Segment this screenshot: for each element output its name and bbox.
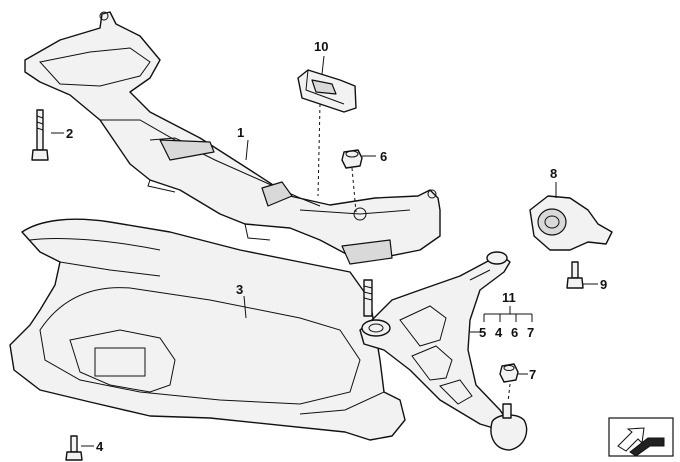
callout-6: 6 (380, 149, 387, 164)
callout-5: 5 (479, 325, 486, 340)
callout-9: 9 (600, 277, 607, 292)
underbody-shield-plate (9, 218, 406, 441)
ball-joint-stud (363, 279, 373, 317)
nut-6 (341, 149, 363, 169)
callout-11-sub-4: 4 (495, 325, 503, 340)
bracket-10 (297, 69, 357, 113)
nut-7 (499, 363, 519, 383)
callout-3: 3 (236, 282, 243, 297)
bolt-4 (65, 435, 83, 461)
callout-10: 10 (314, 39, 328, 54)
callout-11: 11 (502, 290, 516, 305)
callout-11-sub-7: 7 (527, 325, 534, 340)
bolt-9 (566, 261, 584, 289)
diagonal-arrow-icon[interactable] (608, 417, 674, 457)
axle-carrier (24, 11, 441, 265)
callout-7: 7 (529, 367, 536, 382)
control-arm (359, 251, 511, 431)
leader-lines (51, 55, 598, 447)
bolt-2 (31, 109, 49, 161)
callout-2: 2 (66, 126, 73, 141)
callout-11-sub-6: 6 (511, 325, 518, 340)
callout-4: 4 (96, 439, 104, 454)
bushing-bracket-8 (529, 195, 613, 251)
callout-1: 1 (237, 125, 244, 140)
ball-joint (490, 403, 528, 451)
callout-8: 8 (550, 166, 557, 181)
